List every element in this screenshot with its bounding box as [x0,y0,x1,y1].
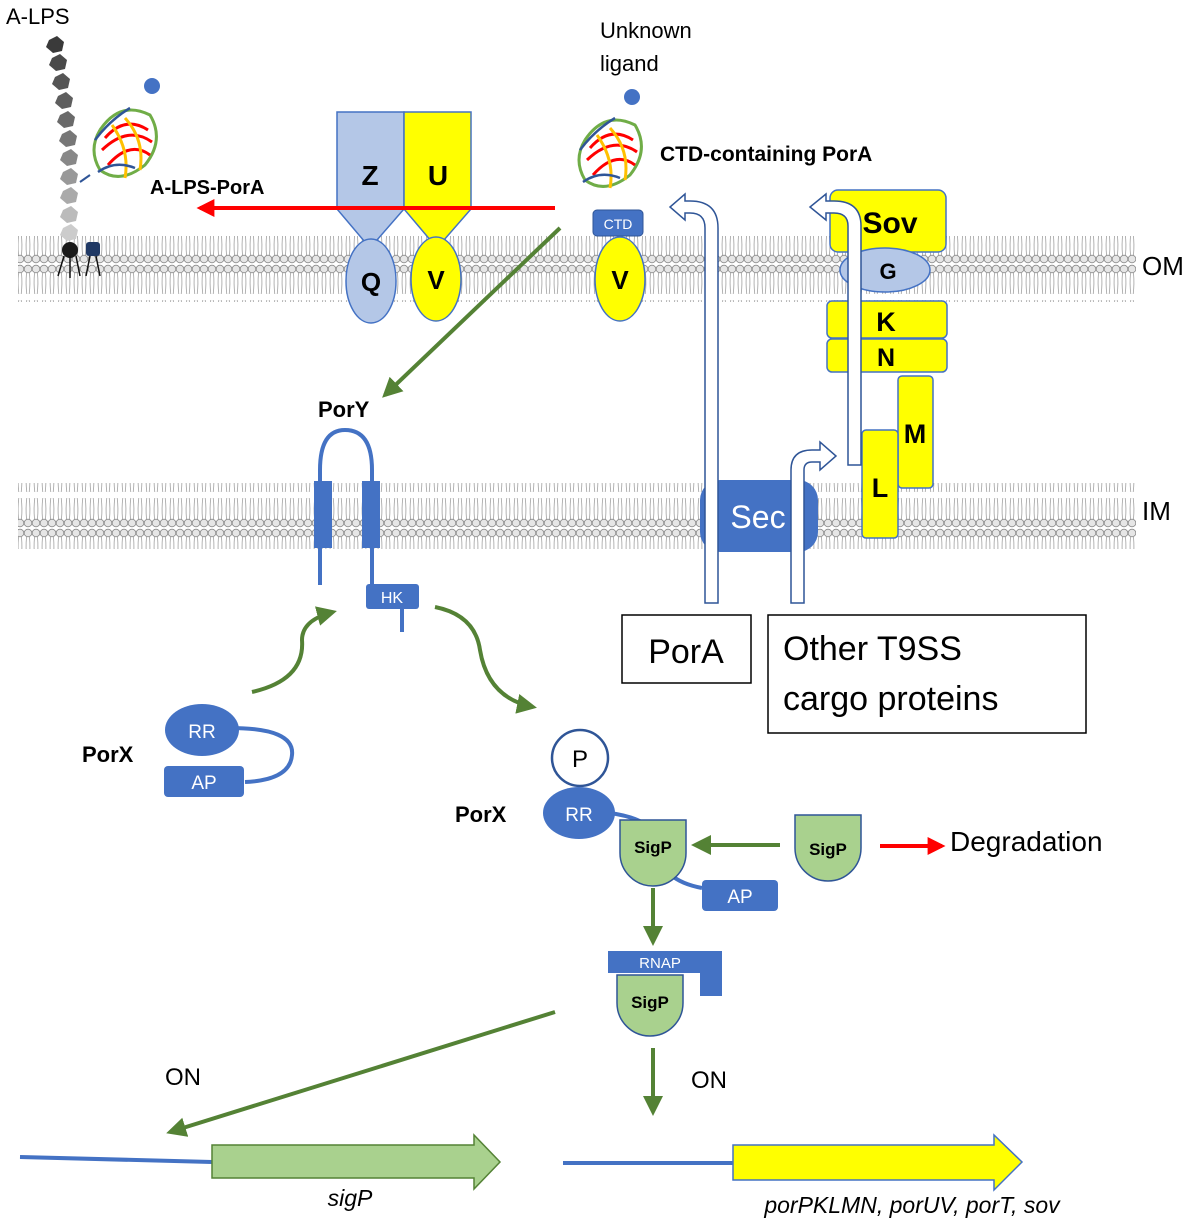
pora-structure-icon [79,106,158,183]
q-label: Q [361,267,381,297]
hk-to-porx-arrow [434,605,537,714]
sigp-rnap [616,974,684,1037]
sigp-free [794,814,862,882]
sigp-gene-arrow [211,1133,502,1191]
sigp-bound [619,819,687,887]
v-label-1: V [427,265,445,295]
porg-shape [839,247,931,293]
hk-domain [366,584,419,609]
ligand-dot-2 [624,89,640,105]
porz-shape [336,111,405,250]
stack-export-arrow [808,192,862,466]
unknown-ligand-label-1: Unknown [600,18,692,43]
on-left-arrow [166,1010,556,1137]
k-label: K [876,307,896,337]
alps-label: A-LPS [6,4,70,29]
pora-box [621,614,752,684]
g-label: G [879,259,896,284]
porl-shape [861,429,899,539]
ctd-pora-label: CTD-containing PorA [660,143,872,166]
outer-membrane [18,236,1136,302]
other-cargo-label-1: Other T9SS [783,630,962,668]
u-label: U [428,160,448,191]
porx-left-label: PorX [82,742,134,767]
l-label: L [872,473,889,503]
rnap-label: RNAP [639,955,681,972]
unknown-ligand-label-2: ligand [600,51,659,76]
om-label: OM [1142,251,1184,281]
rr-right [543,787,615,839]
ctd-domain [592,209,644,237]
sigp-promoter-line [19,1155,213,1164]
por-gene-label: porPKLMN, porUV, porT, sov [763,1192,1061,1218]
on-right-label: ON [691,1067,727,1094]
sigp-free-label: SigP [809,840,847,859]
m-label: M [904,419,927,449]
ctd-pora-structure-icon [577,116,643,189]
inner-membrane [18,483,1136,549]
sigp-rnap-label: SigP [631,993,669,1012]
rnap-shape [608,951,722,996]
porv-shape-2 [594,236,646,322]
porx-right-label: PorX [455,802,507,827]
sec-translocon [700,480,818,552]
pory-label: PorY [318,397,370,422]
poru-shape [403,111,472,250]
signal-arrow [382,226,562,398]
por-gene-arrow [732,1133,1024,1192]
v-label-2: V [611,265,629,295]
pory-tm2 [362,481,380,548]
alps-molecule-icon [46,36,101,278]
im-label: IM [1142,496,1171,526]
ligand-dot [144,78,160,94]
pora-box-label: PorA [648,633,724,671]
sec-label: Sec [730,499,785,535]
degradation-label: Degradation [950,826,1103,857]
ap-left-label: AP [191,773,216,794]
ctd-label: CTD [604,216,633,232]
ap-right-label: AP [727,887,752,908]
other-cargo-box [767,614,1087,734]
on-left-label: ON [165,1064,201,1091]
phosphate-label: P [572,746,588,773]
porx-to-hk-arrow [251,606,337,694]
sigp-bound-label: SigP [634,838,672,857]
porq-shape [345,238,397,324]
n-label: N [877,344,895,372]
porx-left-linker [229,726,295,784]
pora-export-arrow [668,192,719,604]
sigp-gene-label: sigP [328,1185,373,1211]
ap-left [164,766,244,797]
z-label: Z [361,160,378,191]
pory-tm1 [314,481,332,548]
sov-label: Sov [862,207,917,240]
hk-label: HK [381,590,404,607]
cargo-export-arrow [790,440,838,604]
porv-shape [410,236,462,322]
alps-pora-label: A-LPS-PorA [150,177,264,199]
phosphate [550,728,610,788]
other-cargo-label-2: cargo proteins [783,680,998,718]
rr-right-label: RR [565,805,592,826]
rr-left-label: RR [188,722,215,743]
ap-right [702,880,778,911]
rr-left [165,704,239,756]
